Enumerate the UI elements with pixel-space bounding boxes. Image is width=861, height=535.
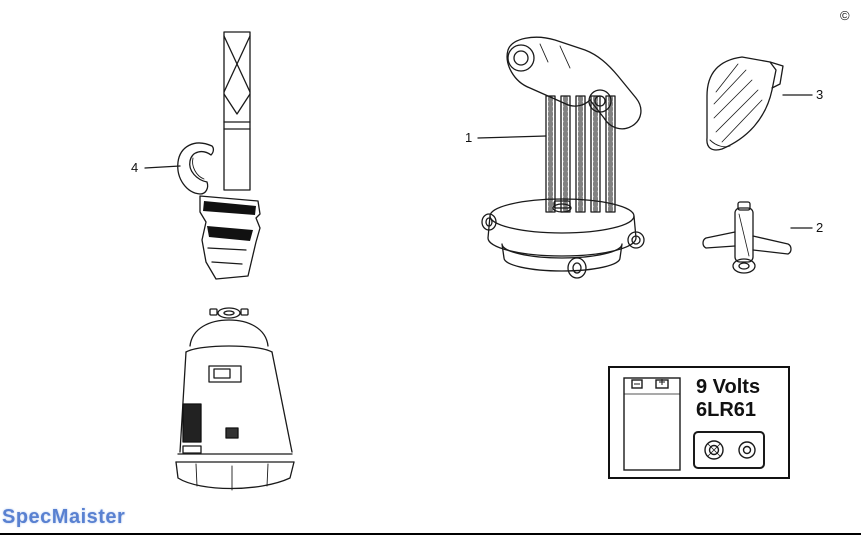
part2-clamp-knob-illustration [702,201,792,274]
battery-illustration [623,377,765,471]
battery-type-label: 6LR61 [696,399,757,421]
laser-unit-illustration [175,307,295,491]
callout-leader-4 [144,165,181,169]
callout-label-1: 1 [465,130,473,145]
copyright-symbol: © [840,8,850,23]
callout-label-4: 4 [131,160,139,175]
battery-info-box: 9 Volts 6LR61 [608,366,790,479]
part3-cover-illustration [706,56,784,151]
callout-label-3: 3 [816,87,824,102]
watermark-text: SpecMaister [2,506,126,528]
callout-label-2: 2 [816,220,824,235]
battery-connector-icon [693,431,765,469]
battery-cell-icon [623,377,681,471]
battery-voltage-label: 9 Volts [696,376,761,398]
callout-leader-lines [144,94,813,229]
callout-leader-1 [477,135,547,139]
part4-pole-strap-clamp-illustration [177,31,261,280]
part1-laser-level-assembly-illustration [481,36,645,279]
